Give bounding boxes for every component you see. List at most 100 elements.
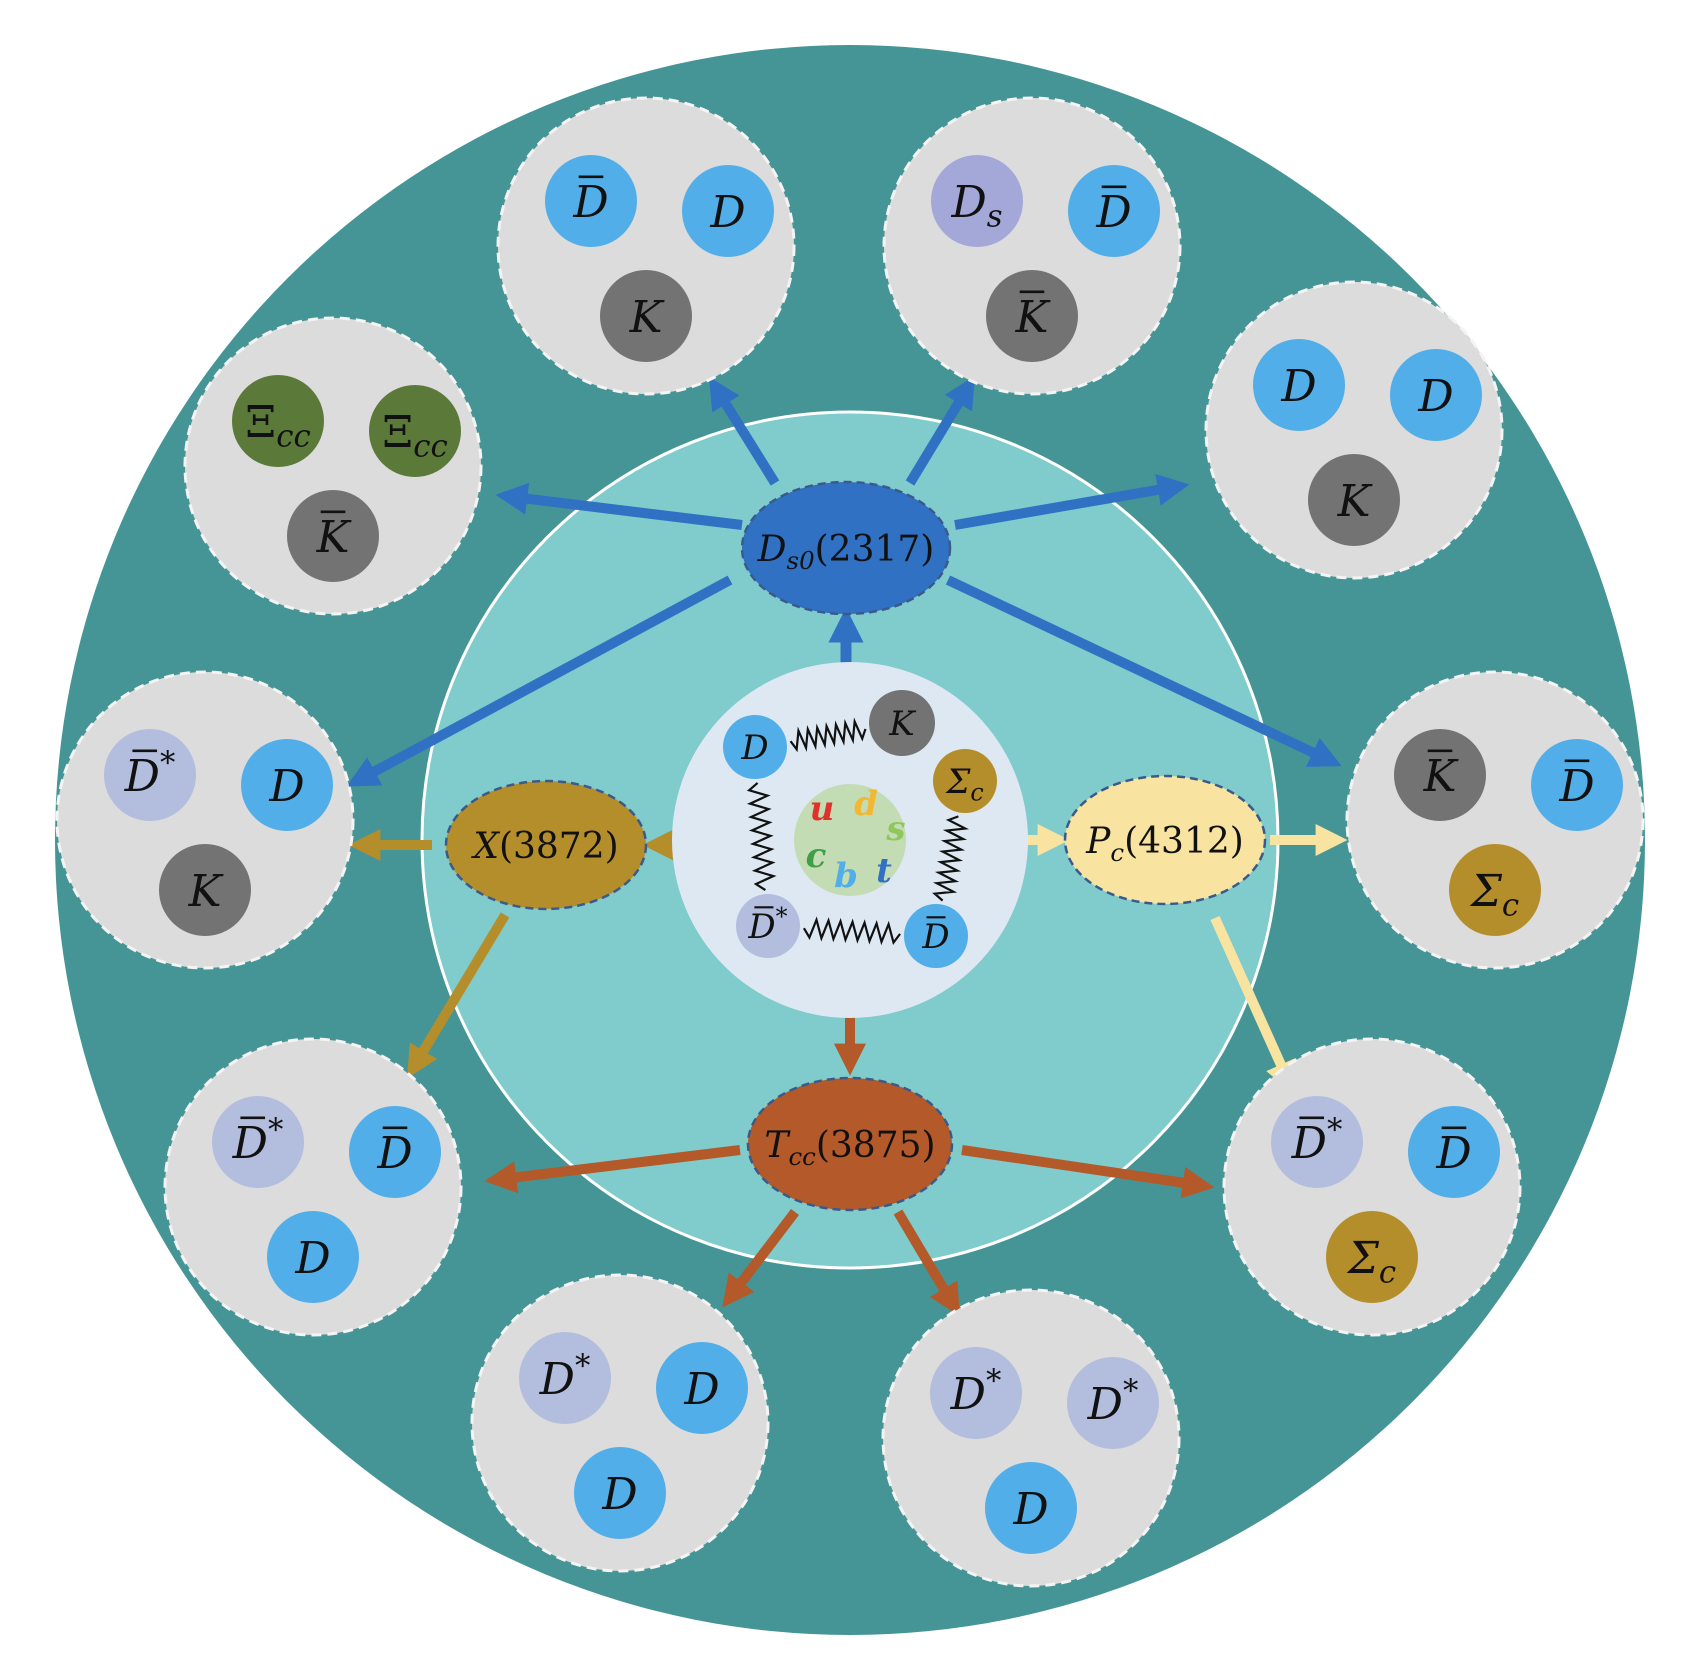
quark-soup (794, 784, 906, 896)
decay-arrow (346, 575, 733, 787)
particle-label: D (921, 917, 949, 957)
particle-dstar: D* (1067, 1357, 1159, 1449)
molecule-cluster: D* D* D (881, 1288, 1181, 1588)
molecule-cluster: D DK (496, 96, 796, 396)
quark-t: t (876, 851, 892, 891)
particle-label: Ξcc (382, 407, 447, 465)
particle-xi_cc: Ξcc (232, 375, 324, 467)
quark-u: u (810, 789, 835, 829)
particle-label: Ξcc (245, 397, 310, 455)
particle-dstar: D* (104, 729, 196, 821)
molecule-cluster: D* D D (163, 1037, 463, 1337)
particle-label: K (1015, 292, 1051, 343)
quark-b: b (834, 856, 858, 896)
particle-d: D (574, 1447, 666, 1539)
particle-d: D (1531, 739, 1623, 831)
quark-c: c (806, 836, 827, 876)
state-label: Pc(4312) (1085, 821, 1244, 867)
decay-arrow (1210, 915, 1296, 1094)
particle-d: D (1408, 1106, 1500, 1198)
particle-k: K (986, 270, 1078, 362)
decay-arrow (495, 482, 743, 530)
interaction-spring (789, 717, 867, 753)
particle-label: D (294, 1233, 330, 1284)
particle-label: D (1095, 187, 1131, 238)
interaction-spring (932, 815, 970, 902)
particle-label: K (188, 866, 224, 917)
quark-d: d (854, 784, 878, 824)
particle-dstar: D* (519, 1332, 611, 1424)
particle-label: Σc (1469, 866, 1519, 924)
particle-k: K (287, 490, 379, 582)
particle-d: D (723, 715, 787, 779)
particle-d: D (656, 1342, 748, 1434)
molecule-cluster: K DΣc (1345, 670, 1645, 970)
decay-arrow (708, 376, 780, 486)
particle-label: D (268, 761, 304, 812)
particle-label: K (1337, 476, 1373, 527)
arrows-layer (346, 375, 1348, 1317)
particle-d: D (682, 165, 774, 257)
state-pc: Pc(4312) (1063, 774, 1267, 906)
particle-k: K (1308, 454, 1400, 546)
particle-label: D* (950, 1363, 1002, 1420)
particle-k: K (600, 270, 692, 362)
particle-label: D* (1291, 1112, 1343, 1169)
particle-label: D* (124, 745, 176, 802)
decay-arrow (893, 1209, 960, 1317)
decay-arrow (905, 375, 975, 486)
particle-label: D* (747, 903, 787, 948)
particle-d: D (241, 739, 333, 831)
particle-sigma_c: Σc (933, 749, 997, 813)
particle-d: D (1068, 165, 1160, 257)
decay-arrow (961, 1145, 1215, 1199)
decay-arrow (484, 1145, 741, 1194)
particle-label: D (709, 187, 745, 238)
particle-label: K (1423, 751, 1459, 802)
particle-xi_cc: Ξcc (369, 385, 461, 477)
state-label: Ds0(2317) (757, 529, 935, 575)
particle-label: D* (232, 1112, 284, 1169)
interaction-spring (802, 916, 901, 946)
state-label: X(3872) (470, 826, 618, 867)
state-x: X(3872) (444, 779, 648, 911)
interaction-spring (746, 782, 777, 892)
molecule-cluster: D* D Σc (1222, 1037, 1522, 1337)
particle-k: K (869, 690, 935, 756)
particle-ds: Ds (931, 155, 1023, 247)
particle-d: D (1253, 339, 1345, 431)
particle-d: D (545, 155, 637, 247)
particle-label: D* (539, 1348, 591, 1405)
particle-label: D (683, 1364, 719, 1415)
particle-label: D (1435, 1128, 1471, 1179)
particle-label: D (740, 728, 768, 768)
exotic-states: Ds0(2317) X(3872) Pc(4312) Tcc(3875) (444, 480, 1267, 1212)
particle-dstar: D* (736, 894, 800, 958)
particle-d: D (349, 1106, 441, 1198)
decay-arrow (407, 912, 510, 1079)
particle-label: D (1280, 361, 1316, 412)
particle-label: D* (1087, 1373, 1139, 1430)
quark-s: s (885, 809, 905, 849)
decay-arrow (945, 575, 1342, 767)
particle-label: D (1012, 1484, 1048, 1535)
particle-sigma_c: Σc (1449, 844, 1541, 936)
molecule-cluster: Ds D K (882, 96, 1182, 396)
particle-k: K (1394, 729, 1486, 821)
particle-dstar: D* (930, 1347, 1022, 1439)
particle-dstar: D* (212, 1096, 304, 1188)
particle-d: D (985, 1462, 1077, 1554)
particle-label: K (316, 512, 352, 563)
particle-d: D (904, 904, 968, 968)
particle-d: D (1390, 349, 1482, 441)
molecule-cluster: D* D K (55, 670, 355, 970)
molecule-cluster: D* DD (470, 1273, 770, 1573)
particle-label: Σc (1346, 1233, 1396, 1291)
particle-sigma_c: Σc (1326, 1211, 1418, 1303)
state-label: Tcc(3875) (764, 1125, 935, 1171)
particle-label: D (376, 1128, 412, 1179)
